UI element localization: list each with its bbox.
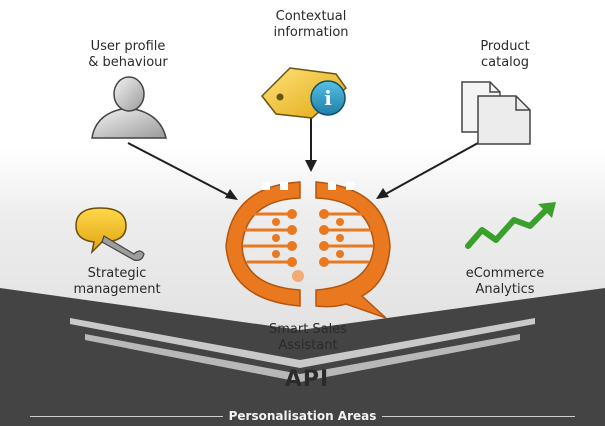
footer-line-right xyxy=(382,415,575,417)
contextual-information-label: Contextual information xyxy=(273,9,349,40)
svg-text:i: i xyxy=(324,86,332,110)
info-icon: i xyxy=(310,80,346,116)
personalisation-areas-footer: Personalisation Areas xyxy=(30,408,575,424)
api-label: API xyxy=(284,367,330,392)
arrows xyxy=(127,118,479,198)
personalisation-areas-label: Personalisation Areas xyxy=(228,409,377,423)
smart-sales-assistant-logo xyxy=(225,181,391,319)
dark-base xyxy=(0,288,605,426)
user-profile-label: User profile & behaviour xyxy=(88,39,168,70)
documents-icon xyxy=(461,81,531,145)
product-catalog-label: Product catalog xyxy=(480,39,530,70)
strategic-management-label: Strategic management xyxy=(73,266,161,297)
user-profile-icon xyxy=(91,76,167,139)
smart-sales-assistant-label: Smart Sales Assistant xyxy=(268,322,348,353)
trend-arrow-icon xyxy=(465,202,556,249)
footer-line-left xyxy=(30,415,223,417)
ecommerce-analytics-label: eCommerce Analytics xyxy=(465,266,545,297)
speech-bubble-wrench-icon xyxy=(75,207,145,261)
arrow-heads xyxy=(225,160,389,200)
